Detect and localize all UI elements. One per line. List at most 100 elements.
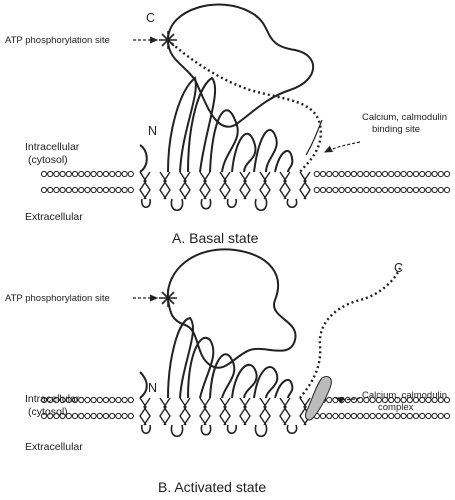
extracellular-label-a: Extracellular [25,211,83,223]
lipid-head [406,186,413,194]
lipid-head [326,396,333,404]
lipid-head [332,412,339,420]
lipid-head [394,186,401,194]
lipid-head [84,412,91,420]
c-terminus-tail-b [299,267,402,399]
lipid-heads-top-a [40,170,451,178]
lipid-head [115,170,122,178]
lipid-head [394,412,401,420]
lipid-head [375,186,382,194]
lipid-head [381,412,389,420]
lipid-head [65,170,72,178]
lipid-head [109,186,116,194]
lipid-head [121,186,128,194]
lipid-head [96,170,103,178]
lipid-head [96,412,103,420]
caption-a: A. Basal state [172,230,259,246]
lipid-head [431,186,438,194]
lipid-head [40,170,48,178]
lipid-head [102,396,110,404]
lipid-head [109,396,116,404]
lipid-head [47,170,54,178]
n-terminus-tail-a [139,144,148,173]
stalk-loops-b [167,316,294,399]
lipid-head [412,170,420,178]
n-terminus-label-b: N [148,381,157,395]
lipid-head [344,170,351,178]
lipid-head [394,396,401,404]
calcium-arrow-b [334,396,361,404]
lipid-head [71,412,79,420]
lipid-head [443,186,451,194]
calcium-label-b-line2: complex [378,402,414,413]
lipid-head [90,186,97,194]
lipid-head [84,186,91,194]
lipid-head [127,170,134,178]
lipid-head [412,412,420,420]
intracellular-label-b-line2: (cytosol) [28,406,68,418]
caption-b: B. Activated state [158,479,266,495]
lipid-head [59,412,66,420]
extracellular-label-b: Extracellular [25,441,83,453]
lipid-head [78,396,85,404]
extracellular-loops-b [141,424,298,438]
lipid-heads-bottom-b [40,412,451,420]
lipid-head [363,186,370,194]
lipid-head [53,170,60,178]
calcium-label-b-line1: Calcium, calmodulin [362,390,447,401]
lipid-head [437,186,444,194]
lipid-head [400,170,407,178]
lipid-head [394,170,401,178]
lipid-head [419,186,426,194]
atp-label-a: ATP phosphorylation site [5,35,110,46]
lipid-head [109,412,116,420]
lipid-head [344,186,351,194]
lipid-head [96,396,103,404]
lipid-head [388,186,395,194]
lipid-head [406,170,413,178]
lipid-head [90,170,97,178]
lipid-head [127,396,134,404]
lipid-head [350,186,358,194]
lipid-head [388,396,395,404]
lipid-head [319,412,327,420]
lipid-head [78,170,85,178]
lipid-head [375,170,382,178]
extracellular-loops-a [141,198,298,212]
lipid-head [47,412,54,420]
lipid-head [338,170,345,178]
lipid-head [381,170,389,178]
lipid-head [437,412,444,420]
lipid-head [102,186,110,194]
intracellular-label-b-line1: Intracellular [25,393,80,405]
lipid-head [109,170,116,178]
n-terminus-label-a: N [148,124,157,138]
lipid-head [115,412,122,420]
lipid-head [350,412,358,420]
lipid-head [443,396,451,404]
atp-site-star-a [159,31,177,49]
lipid-head [443,412,451,420]
lipid-head [388,412,395,420]
lipid-head [326,170,333,178]
lipid-head [78,186,85,194]
lipid-head [65,412,72,420]
intracellular-label-a-line2: (cytosol) [28,154,68,166]
lipid-head [350,396,358,404]
calmodulin-binding-site-a [305,119,323,156]
atp-label-b: ATP phosphorylation site [5,293,110,304]
lipid-head [437,170,444,178]
lipid-head [47,186,54,194]
lipid-head [419,396,426,404]
lipid-head [319,170,327,178]
lipid-head [381,186,389,194]
lipid-head [127,412,134,420]
c-terminus-label-b: C [394,261,403,275]
lipid-head [357,170,364,178]
lipid-head [369,170,376,178]
lipid-head [344,412,351,420]
lipid-head [431,412,438,420]
lipid-head [406,412,413,420]
lipid-head [369,396,376,404]
